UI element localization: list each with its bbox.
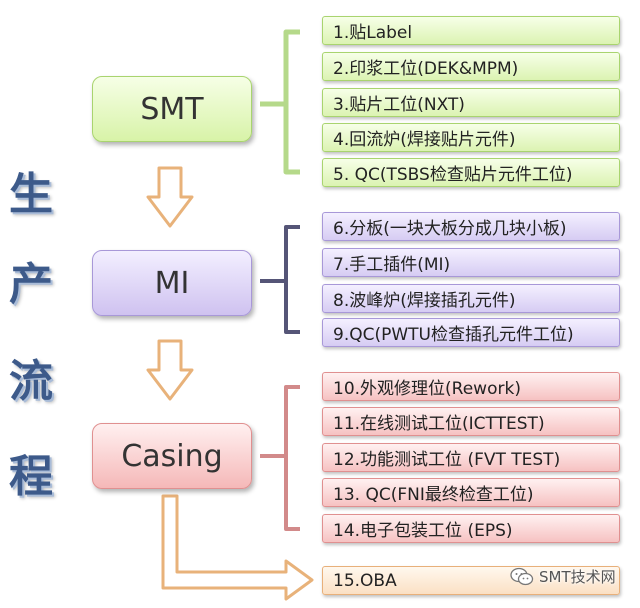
mi-bracket (260, 225, 300, 334)
arrow-right-icon (161, 494, 314, 601)
step-13: 13. QC(FNI最终检查工位) (322, 478, 620, 507)
step-11: 11.在线测试工位(ICTTEST) (322, 407, 620, 436)
stage-smt: SMT (92, 76, 252, 142)
watermark: SMT技术网 (510, 566, 616, 587)
wechat-icon (510, 567, 534, 585)
step-6: 6.分板(一块大板分成几块小板) (322, 212, 620, 241)
step-7: 7.手工插件(MI) (322, 248, 620, 277)
casing-bracket (260, 385, 300, 531)
step-14: 14.电子包装工位 (EPS) (322, 514, 620, 543)
stage-casing: Casing (92, 423, 252, 489)
step-12: 12.功能测试工位 (FVT TEST) (322, 443, 620, 472)
step-3: 3.贴片工位(NXT) (322, 88, 620, 117)
arrow-down-icon (146, 166, 194, 228)
step-4: 4.回流炉(焊接贴片元件) (322, 123, 620, 152)
stage-mi: MI (92, 250, 252, 316)
step-9: 9.QC(PWTU检查插孔元件工位) (322, 318, 620, 347)
step-5: 5. QC(TSBS检查贴片元件工位) (322, 158, 620, 187)
vertical-title-char-1: 生 (9, 169, 53, 220)
step-8: 8.波峰炉(焊接插孔元件) (322, 284, 620, 313)
step-10: 10.外观修理位(Rework) (322, 372, 620, 401)
step-1: 1.贴Label (322, 16, 620, 45)
vertical-title-char-2: 产 (9, 259, 53, 310)
step-15: 15.OBA (322, 566, 620, 595)
arrow-down-icon (146, 339, 194, 401)
smt-bracket (260, 29, 300, 175)
watermark-text: SMT技术网 (539, 568, 616, 586)
vertical-title-char-3: 流 (9, 356, 53, 407)
vertical-title-char-4: 程 (9, 451, 53, 502)
step-2: 2.印浆工位(DEK&MPM) (322, 52, 620, 81)
